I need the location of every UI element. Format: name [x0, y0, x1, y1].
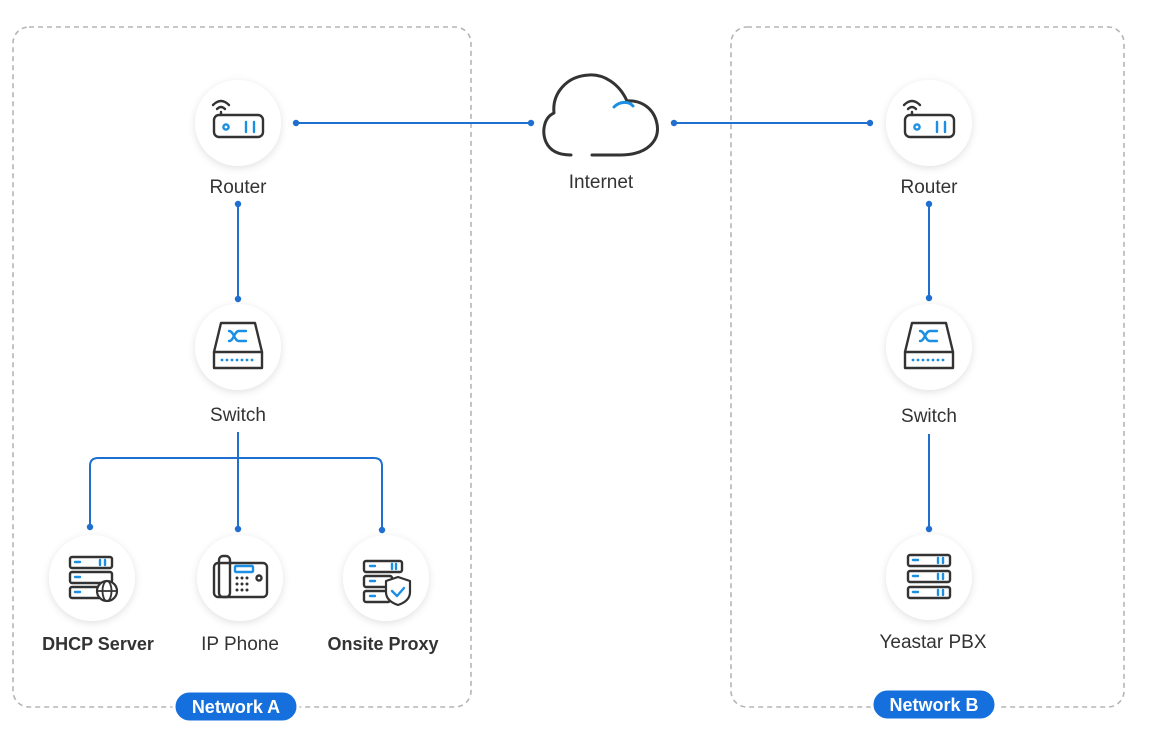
ip-phone-node: IP Phone	[197, 535, 283, 655]
link-endpoint	[234, 525, 242, 533]
link-endpoint	[527, 119, 535, 127]
pbx-circle	[886, 534, 972, 620]
router-a-circle	[195, 80, 281, 166]
router-b-node: Router	[886, 80, 972, 198]
link-endpoint	[234, 200, 242, 208]
dhcp-server-icon	[68, 555, 119, 603]
link-endpoint	[378, 526, 386, 534]
link-endpoint	[292, 119, 300, 127]
switch-icon	[212, 321, 264, 370]
link-endpoint	[925, 294, 933, 302]
network-b-badge-label: Network B	[889, 695, 978, 715]
onsite-proxy-node: Onsite Proxy	[327, 535, 439, 654]
router-a-label: Router	[209, 177, 267, 198]
switch-b-label: Switch	[901, 406, 957, 427]
link-endpoint	[86, 523, 94, 531]
onsite-proxy-circle	[343, 535, 429, 621]
dhcp-server-label: DHCP Server	[42, 634, 154, 654]
network-b-badge: Network B	[870, 687, 998, 722]
links	[86, 119, 933, 534]
onsite-proxy-label: Onsite Proxy	[327, 634, 438, 654]
link-endpoint	[866, 119, 874, 127]
switch-a-node: Switch	[195, 304, 281, 426]
ip-phone-icon	[212, 554, 269, 599]
link-endpoint	[670, 119, 678, 127]
link-endpoint	[925, 525, 933, 533]
ip-phone-label: IP Phone	[201, 634, 279, 655]
router-b-circle	[886, 80, 972, 166]
ip-phone-circle	[197, 535, 283, 621]
link-endpoint	[925, 200, 933, 208]
pbx-label: Yeastar PBX	[879, 632, 986, 653]
onsite-proxy-icon	[362, 559, 412, 607]
switch-a-circle	[195, 304, 281, 390]
network-b-frame	[730, 26, 1125, 708]
router-icon	[902, 99, 956, 139]
internet-label: Internet	[569, 172, 634, 193]
router-a-node: Router	[195, 80, 281, 198]
pbx-server-icon	[906, 553, 952, 600]
dhcp-server-circle	[49, 535, 135, 621]
switch-b-circle	[886, 304, 972, 390]
router-icon	[211, 99, 265, 139]
pbx-node: Yeastar PBX	[879, 534, 987, 653]
switch-icon	[903, 321, 955, 370]
link-endpoint	[234, 295, 242, 303]
switch-a-label: Switch	[210, 405, 266, 426]
cloud-icon	[542, 73, 659, 157]
internet-node: Internet	[542, 73, 659, 193]
network-a-badge: Network A	[172, 689, 300, 724]
network-a-badge-label: Network A	[192, 697, 280, 717]
router-b-label: Router	[900, 177, 958, 198]
switch-b-node: Switch	[886, 304, 972, 427]
link-switch-a-bus	[89, 457, 383, 530]
dhcp-server-node: DHCP Server	[42, 535, 154, 654]
